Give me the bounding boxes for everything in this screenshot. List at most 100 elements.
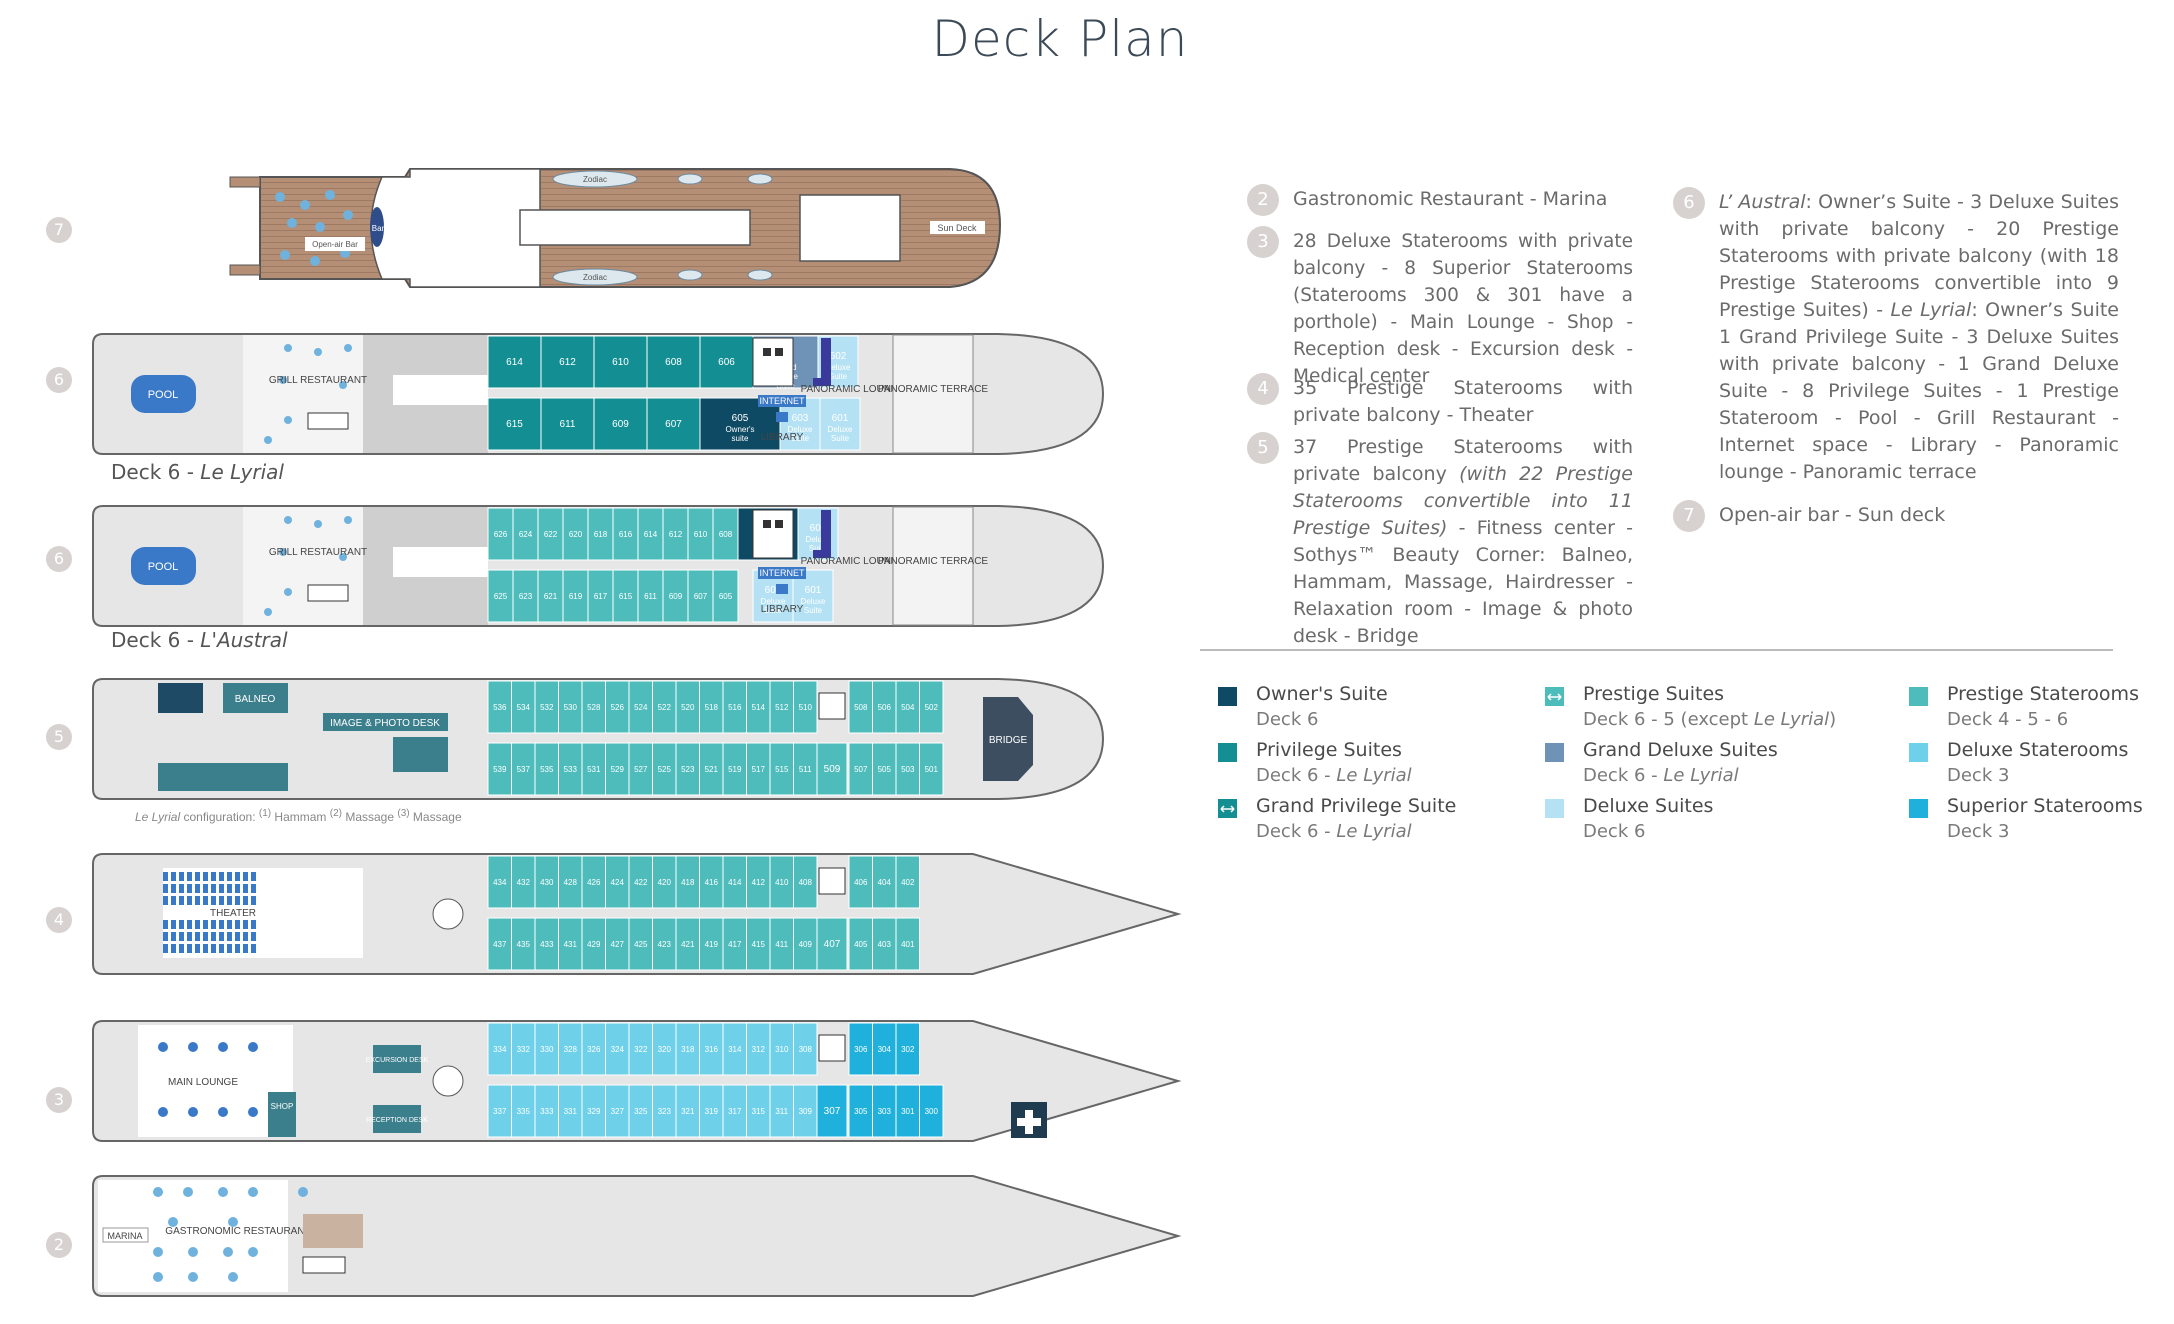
cabin-number: 303 — [878, 1107, 892, 1116]
legend-swatch — [1545, 799, 1564, 818]
cabin-label: suite — [732, 434, 749, 443]
cabin-number: 625 — [494, 592, 508, 601]
shop-label: SHOP — [271, 1102, 294, 1111]
theater-seat — [163, 896, 168, 905]
theater-seat — [251, 944, 256, 953]
cabin-number: 536 — [493, 703, 507, 712]
theater-seat — [251, 872, 256, 881]
cabin-number: 539 — [493, 765, 507, 774]
theater-seat — [235, 932, 240, 941]
cabin-607 — [687, 569, 714, 623]
cabin-number: 316 — [705, 1045, 719, 1054]
cabin-number: 610 — [694, 530, 708, 539]
cabin-number: 412 — [752, 878, 766, 887]
cabin-number: 326 — [587, 1045, 601, 1054]
cabin-label: Deluxe — [801, 597, 826, 606]
theater-seat — [243, 896, 248, 905]
theater-seat — [163, 932, 168, 941]
cabin-number: 318 — [681, 1045, 695, 1054]
cabin-number: 612 — [669, 530, 683, 539]
cabin-501 — [919, 742, 944, 796]
cabin-number: 411 — [775, 940, 788, 949]
theater-seat — [211, 896, 216, 905]
page-title: Deck Plan — [931, 10, 1189, 68]
theater-seat — [243, 944, 248, 953]
balneo-label: BALNEO — [235, 694, 276, 705]
theater-seat — [171, 944, 176, 953]
cabin-610 — [593, 335, 648, 389]
cabin-number: 409 — [799, 940, 813, 949]
panoramic-lounge-label: PANORAMIC LOUNGE — [801, 384, 906, 395]
grill-restaurant-label: GRILL RESTAURANT — [269, 547, 367, 558]
theater-seat — [187, 944, 192, 953]
cabin-number: 334 — [493, 1045, 507, 1054]
cabin-number: 619 — [569, 592, 583, 601]
cabin-number: 418 — [681, 878, 695, 887]
theater-seat — [187, 872, 192, 881]
cabin-307 — [816, 1084, 848, 1138]
cabin-number: 434 — [493, 878, 507, 887]
legend-swatch — [1545, 743, 1564, 762]
cabin-408 — [793, 855, 818, 909]
cabin-number: 302 — [901, 1045, 915, 1054]
cabin-number: 333 — [540, 1107, 554, 1116]
cabin-label: Suite — [809, 544, 828, 553]
cabin-number: 521 — [705, 765, 719, 774]
panoramic-lounge-label: PANORAMIC LOUNGE — [801, 556, 906, 567]
theater-seat — [227, 944, 232, 953]
cabin-407 — [816, 917, 848, 971]
pool-label: POOL — [148, 389, 179, 401]
cabin-number: 324 — [611, 1045, 625, 1054]
cabin-number: 528 — [587, 703, 601, 712]
cabin-number: 416 — [705, 878, 719, 887]
theater-seat — [227, 872, 232, 881]
theater-seat — [235, 944, 240, 953]
cabin-number: 519 — [728, 765, 742, 774]
theater-seat — [195, 932, 200, 941]
cabin-number: 523 — [681, 765, 695, 774]
cabin-number: 420 — [658, 878, 672, 887]
cabin-label: Owner's — [725, 425, 754, 434]
cabin-number: 335 — [517, 1107, 531, 1116]
cabin-label: Suite — [764, 606, 783, 615]
cabin-number: 601 — [832, 413, 849, 424]
cabin-number: 417 — [728, 940, 742, 949]
deck-7-badge: 7 — [46, 217, 72, 243]
cabin-number: 524 — [634, 703, 648, 712]
cabin-number: 532 — [540, 703, 554, 712]
theater-seat — [179, 896, 184, 905]
cabin-number: 606 — [718, 357, 735, 368]
cabin-number: 410 — [775, 878, 789, 887]
cabin-number: 607 — [665, 419, 682, 430]
theater-seat — [195, 920, 200, 929]
cabin-number: 325 — [634, 1107, 648, 1116]
theater-seat — [203, 944, 208, 953]
cabin-number: 307 — [824, 1106, 841, 1117]
cabin-number: 605 — [732, 413, 749, 424]
theater-seat — [235, 920, 240, 929]
cabin-number: 530 — [564, 703, 578, 712]
image-photo-desk-label: IMAGE & PHOTO DESK — [330, 718, 440, 729]
theater-seat — [195, 944, 200, 953]
theater-seat — [195, 896, 200, 905]
reception-desk-label: RECEPTION DESK — [366, 1117, 428, 1124]
cabin-number: 428 — [564, 878, 578, 887]
theater-seat — [195, 884, 200, 893]
deck-6-lyrial-badge: 6 — [46, 367, 72, 393]
cabin-label: Deluxe — [828, 425, 853, 434]
cabin-number: 624 — [519, 530, 533, 539]
theater-seat — [235, 884, 240, 893]
cabin-number: 535 — [540, 765, 554, 774]
cabin-number: 330 — [540, 1045, 554, 1054]
cabin-number: 421 — [681, 940, 695, 949]
cabin-302 — [895, 1022, 920, 1076]
theater-seat — [219, 884, 224, 893]
cabin-number: 510 — [799, 703, 813, 712]
theater-seat — [219, 932, 224, 941]
cabin-number: 426 — [587, 878, 601, 887]
